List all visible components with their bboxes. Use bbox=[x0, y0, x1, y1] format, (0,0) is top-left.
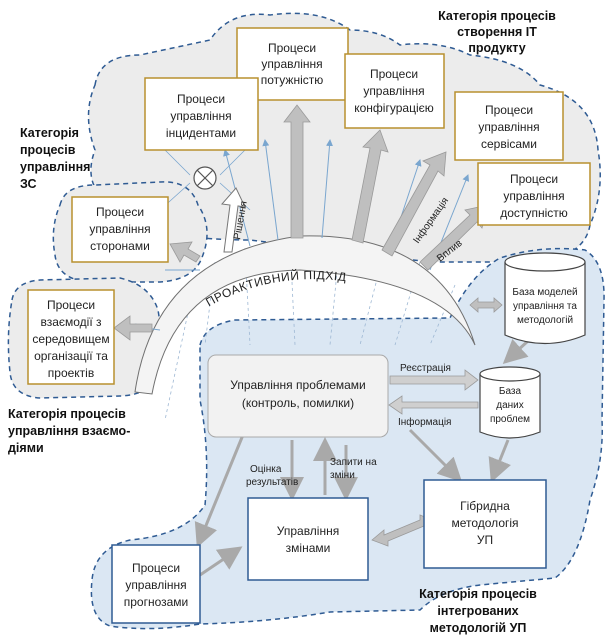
svg-text:Процеси: Процеси bbox=[177, 92, 225, 106]
svg-text:Гібридна: Гібридна bbox=[460, 499, 510, 513]
svg-text:управління взаємо-: управління взаємо- bbox=[8, 424, 130, 438]
svg-text:Процеси: Процеси bbox=[268, 41, 316, 55]
svg-text:База: База bbox=[499, 386, 522, 397]
gray-arrows bbox=[113, 104, 503, 547]
proactive-dome bbox=[134, 235, 476, 395]
parties-box: Процеси управління сторонами bbox=[71, 196, 169, 263]
problems-box: Управління проблемами (контроль, помилки… bbox=[207, 354, 389, 438]
svg-text:проектів: проектів bbox=[48, 366, 94, 380]
category-it-product: Категорія процесів створення ІТ продукту bbox=[438, 9, 556, 55]
information-label: Інформація bbox=[398, 416, 451, 428]
svg-text:змінами: змінами bbox=[286, 541, 331, 555]
svg-text:управління: управління bbox=[89, 222, 150, 236]
svg-text:управління: управління bbox=[170, 109, 231, 123]
svg-text:доступністю: доступністю bbox=[500, 206, 568, 220]
requests-label-1: Запити на bbox=[330, 457, 377, 468]
problems-db: База даних проблем bbox=[479, 366, 541, 439]
incidents-box: Процеси управління інцидентами bbox=[144, 77, 259, 151]
models-db: База моделей управління та методологій bbox=[504, 252, 586, 345]
evaluation-label-2: результатів bbox=[246, 477, 298, 488]
svg-text:Процеси: Процеси bbox=[132, 561, 180, 575]
svg-text:УП: УП bbox=[477, 533, 493, 547]
svg-text:прогнозами: прогнозами bbox=[124, 595, 189, 609]
svg-text:проблем: проблем bbox=[490, 413, 530, 425]
svg-text:сервісами: сервісами bbox=[481, 137, 537, 151]
evaluation-label-1: Оцінка bbox=[250, 464, 282, 475]
svg-text:Процеси: Процеси bbox=[47, 298, 95, 312]
configuration-box: Процеси управління конфігурацією bbox=[344, 53, 445, 129]
svg-text:даних: даних bbox=[496, 400, 524, 411]
svg-text:інцидентами: інцидентами bbox=[166, 126, 236, 140]
svg-text:сторонами: сторонами bbox=[90, 239, 150, 253]
svg-text:діями: діями bbox=[8, 441, 44, 455]
svg-text:методологій УП: методологій УП bbox=[430, 621, 527, 635]
changes-box: Управління змінами bbox=[247, 497, 369, 581]
svg-text:організації та: організації та bbox=[34, 349, 108, 363]
hybrid-box: Гібридна методологія УП bbox=[423, 479, 547, 569]
svg-text:потужністю: потужністю bbox=[261, 73, 324, 87]
svg-text:Категорія процесів: Категорія процесів bbox=[419, 587, 537, 601]
requests-label-2: зміни bbox=[330, 470, 355, 481]
solutions-arrow bbox=[221, 187, 246, 253]
svg-text:управління: управління bbox=[20, 160, 90, 174]
svg-text:продукту: продукту bbox=[468, 41, 525, 55]
availability-box: Процеси управління доступністю bbox=[477, 162, 591, 226]
svg-text:Категорія: Категорія bbox=[20, 126, 79, 140]
svg-text:методологій: методологій bbox=[517, 315, 573, 326]
svg-text:управління: управління bbox=[503, 189, 564, 203]
svg-text:конфігурацією: конфігурацією bbox=[354, 101, 433, 115]
environment-box: Процеси взаємодії з середовищем організа… bbox=[27, 289, 115, 385]
svg-text:Процеси: Процеси bbox=[370, 67, 418, 81]
svg-text:Процеси: Процеси bbox=[96, 205, 144, 219]
svg-text:Управління проблемами: Управління проблемами bbox=[230, 378, 366, 392]
svg-text:Управління: Управління bbox=[277, 524, 339, 538]
svg-text:управління та: управління та bbox=[513, 301, 577, 312]
category-interaction: Категорія процесів управління взаємо- ді… bbox=[8, 407, 130, 455]
svg-text:Категорія процесів: Категорія процесів bbox=[438, 9, 556, 23]
category-integrated: Категорія процесів інтегрованих методоло… bbox=[419, 587, 537, 635]
svg-text:управління: управління bbox=[363, 84, 424, 98]
category-zs: Категорія процесів управління ЗС bbox=[20, 126, 90, 191]
gray-thin-arrows bbox=[194, 328, 542, 577]
svg-text:створення ІТ: створення ІТ bbox=[457, 25, 537, 39]
registration-label: Реєстрація bbox=[400, 363, 451, 374]
svg-text:процесів: процесів bbox=[20, 143, 76, 157]
svg-text:ЗС: ЗС bbox=[20, 177, 37, 191]
svg-text:управління: управління bbox=[125, 578, 186, 592]
svg-text:(контроль, помилки): (контроль, помилки) bbox=[242, 396, 354, 410]
svg-text:взаємодії з: взаємодії з bbox=[40, 315, 102, 329]
svg-text:управління: управління bbox=[261, 57, 322, 71]
svg-text:Процеси: Процеси bbox=[510, 172, 558, 186]
svg-text:середовищем: середовищем bbox=[32, 332, 109, 346]
svg-text:інтегрованих: інтегрованих bbox=[437, 604, 518, 618]
svg-text:методологія: методологія bbox=[451, 516, 518, 530]
forecasts-box: Процеси управління прогнозами bbox=[111, 544, 201, 624]
svg-text:управління: управління bbox=[478, 120, 539, 134]
services-box: Процеси управління сервісами bbox=[454, 91, 564, 161]
svg-text:Процеси: Процеси bbox=[485, 103, 533, 117]
svg-text:База моделей: База моделей bbox=[512, 287, 577, 298]
svg-text:Категорія процесів: Категорія процесів bbox=[8, 407, 126, 421]
